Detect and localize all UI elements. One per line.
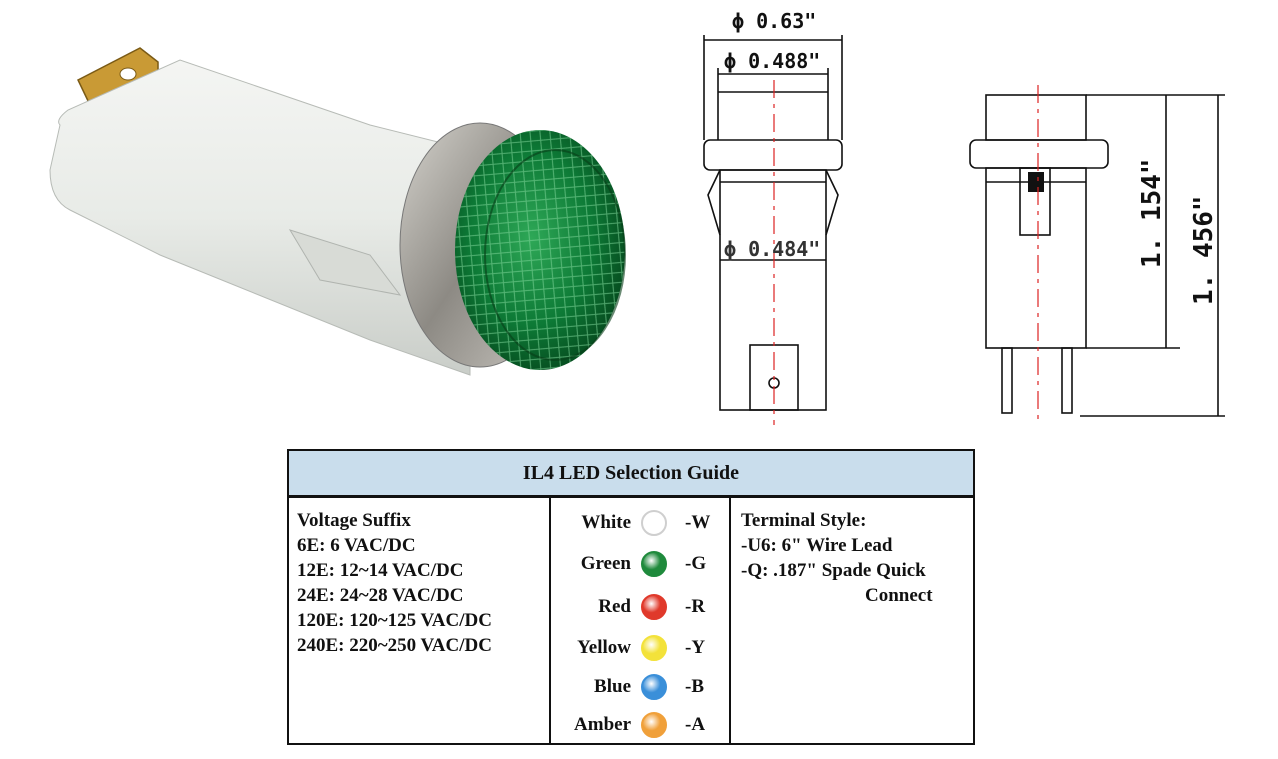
outer-diameter-label: ϕ 0.63" (732, 9, 816, 33)
overall-length-label: 1. 456" (1189, 195, 1219, 305)
terminal-item: -Q: .187" Spade Quick (741, 560, 926, 581)
color-name: Green (580, 553, 631, 574)
color-suffix: -Y (685, 637, 706, 658)
housing (49, 59, 471, 376)
color-row-yellow: Yellow -Y (553, 629, 729, 669)
dimension-drawing: ϕ 0.63" ϕ 0.488" ϕ 0.484" 1. 154" 1. 456… (703, 9, 1225, 425)
voltage-item: 24E: 24~28 VAC/DC (297, 585, 464, 606)
voltage-item: 240E: 220~250 VAC/DC (297, 635, 492, 656)
color-name: White (581, 512, 631, 533)
terminal-column: Terminal Style: -U6: 6" Wire Lead -Q: .1… (733, 498, 973, 743)
color-suffix: -B (685, 676, 704, 697)
voltage-heading: Voltage Suffix (297, 510, 411, 531)
terminal-item: -U6: 6" Wire Lead (741, 535, 893, 556)
color-suffix: -W (685, 512, 711, 533)
color-name: Red (598, 596, 631, 617)
voltage-item: 120E: 120~125 VAC/DC (297, 610, 492, 631)
terminal-heading: Terminal Style: (741, 510, 867, 531)
green-led-icon (641, 551, 667, 577)
voltage-column: Voltage Suffix 6E: 6 VAC/DC 12E: 12~14 V… (289, 498, 551, 743)
amber-led-icon (641, 712, 667, 738)
color-row-white: White -W (553, 504, 729, 544)
color-name: Amber (574, 714, 631, 735)
blue-led-icon (641, 674, 667, 700)
lens-diameter-label: ϕ 0.488" (724, 49, 820, 73)
color-row-amber: Amber -A (553, 706, 729, 746)
color-row-blue: Blue -B (553, 668, 729, 708)
guide-title: IL4 LED Selection Guide (289, 451, 973, 498)
body-diameter-label: ϕ 0.484" (724, 237, 820, 261)
color-row-red: Red -R (553, 588, 729, 628)
color-suffix: -G (685, 553, 707, 574)
indicator-photo (49, 47, 626, 376)
color-column: White -W Green -G Red -R Yellow -Y Blue … (553, 498, 731, 743)
voltage-item: 6E: 6 VAC/DC (297, 535, 416, 556)
white-led-icon (641, 510, 667, 536)
color-suffix: -A (685, 714, 706, 735)
red-led-icon (641, 594, 667, 620)
yellow-led-icon (641, 635, 667, 661)
body-length-label: 1. 154" (1137, 158, 1167, 268)
color-name: Blue (594, 676, 631, 697)
color-row-green: Green -G (553, 545, 729, 585)
voltage-item: 12E: 12~14 VAC/DC (297, 560, 464, 581)
terminal-item: Connect (865, 585, 933, 606)
color-suffix: -R (685, 596, 706, 617)
color-name: Yellow (577, 637, 631, 658)
selection-guide-table: IL4 LED Selection Guide Voltage Suffix 6… (287, 449, 975, 745)
